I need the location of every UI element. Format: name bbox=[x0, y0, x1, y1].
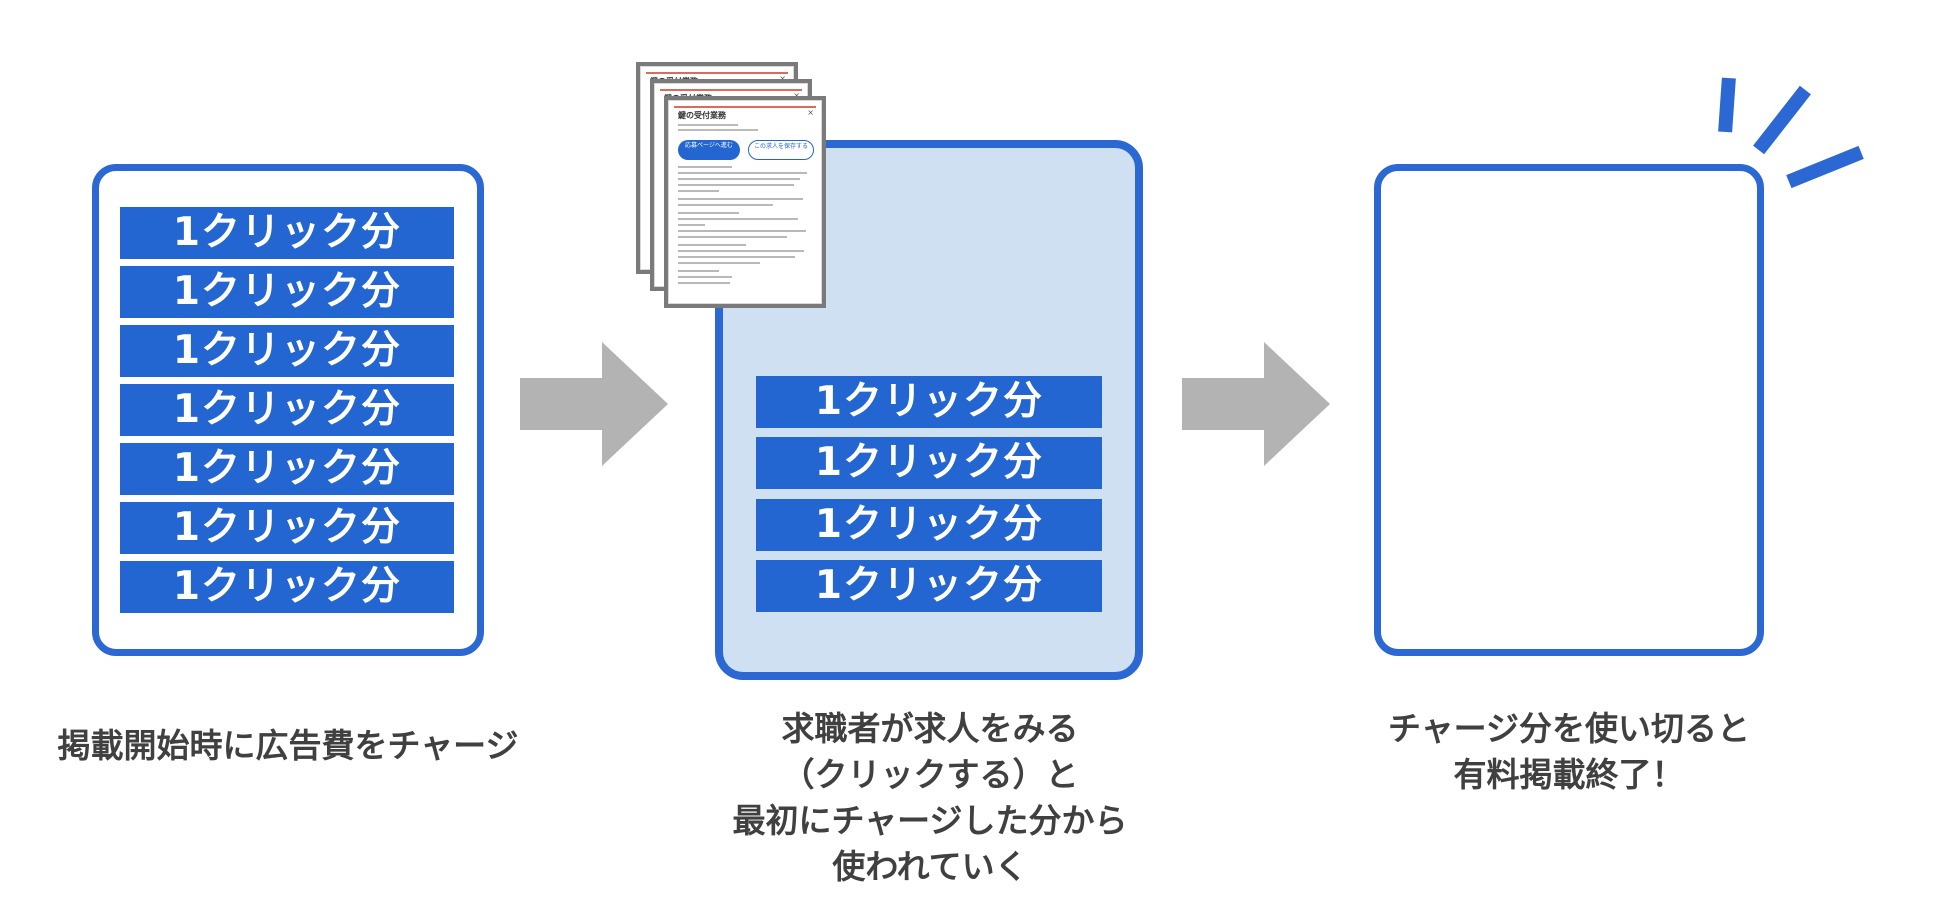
caption-line: チャージ分を使い切ると bbox=[1387, 709, 1750, 748]
listing-meta-lines bbox=[678, 122, 758, 131]
stage3-panel bbox=[1374, 164, 1764, 656]
click-unit-block: 1クリック分 bbox=[120, 266, 454, 318]
click-unit-block: 1クリック分 bbox=[756, 437, 1102, 489]
click-unit-block: 1クリック分 bbox=[756, 499, 1102, 551]
close-icon: × bbox=[779, 74, 786, 83]
apply-button: 応募ページへ進む bbox=[678, 140, 740, 160]
job-listing-document: 鍵の受付業務 × 応募ページへ進む この求人を保存する bbox=[664, 96, 826, 308]
emphasis-spark-line bbox=[1753, 85, 1811, 155]
click-unit-block: 1クリック分 bbox=[120, 207, 454, 259]
click-unit-block: 1クリック分 bbox=[120, 325, 454, 377]
emphasis-spark-line bbox=[1786, 145, 1864, 189]
click-unit-block: 1クリック分 bbox=[756, 560, 1102, 612]
caption-line: 掲載開始時に広告費をチャージ bbox=[57, 726, 519, 765]
caption-line: 有料掲載終了！ bbox=[1453, 755, 1685, 794]
caption-line: 求職者が求人をみる bbox=[781, 709, 1079, 748]
caption-line: 最初にチャージした分から bbox=[732, 801, 1128, 840]
right-arrow-icon bbox=[1182, 342, 1330, 466]
stage1-caption: 掲載開始時に広告費をチャージ bbox=[30, 723, 546, 769]
caption-line: 使われていく bbox=[832, 847, 1028, 886]
right-arrow-icon bbox=[520, 342, 668, 466]
save-listing-button: この求人を保存する bbox=[748, 140, 814, 160]
click-unit-block: 1クリック分 bbox=[120, 502, 454, 554]
click-unit-block: 1クリック分 bbox=[120, 443, 454, 495]
listing-body-text bbox=[678, 166, 814, 288]
click-unit-block: 1クリック分 bbox=[120, 561, 454, 613]
caption-line: （クリックする）と bbox=[781, 755, 1079, 794]
close-icon: × bbox=[793, 91, 800, 100]
stage2-caption: 求職者が求人をみる （クリックする）と 最初にチャージした分から 使われていく bbox=[680, 706, 1180, 890]
click-unit-block: 1クリック分 bbox=[120, 384, 454, 436]
stage3-caption: チャージ分を使い切ると 有料掲載終了！ bbox=[1330, 706, 1808, 798]
close-icon: × bbox=[807, 108, 814, 117]
listing-title: 鍵の受付業務 bbox=[678, 111, 726, 120]
click-unit-block: 1クリック分 bbox=[756, 376, 1102, 428]
emphasis-spark-line bbox=[1718, 77, 1736, 133]
